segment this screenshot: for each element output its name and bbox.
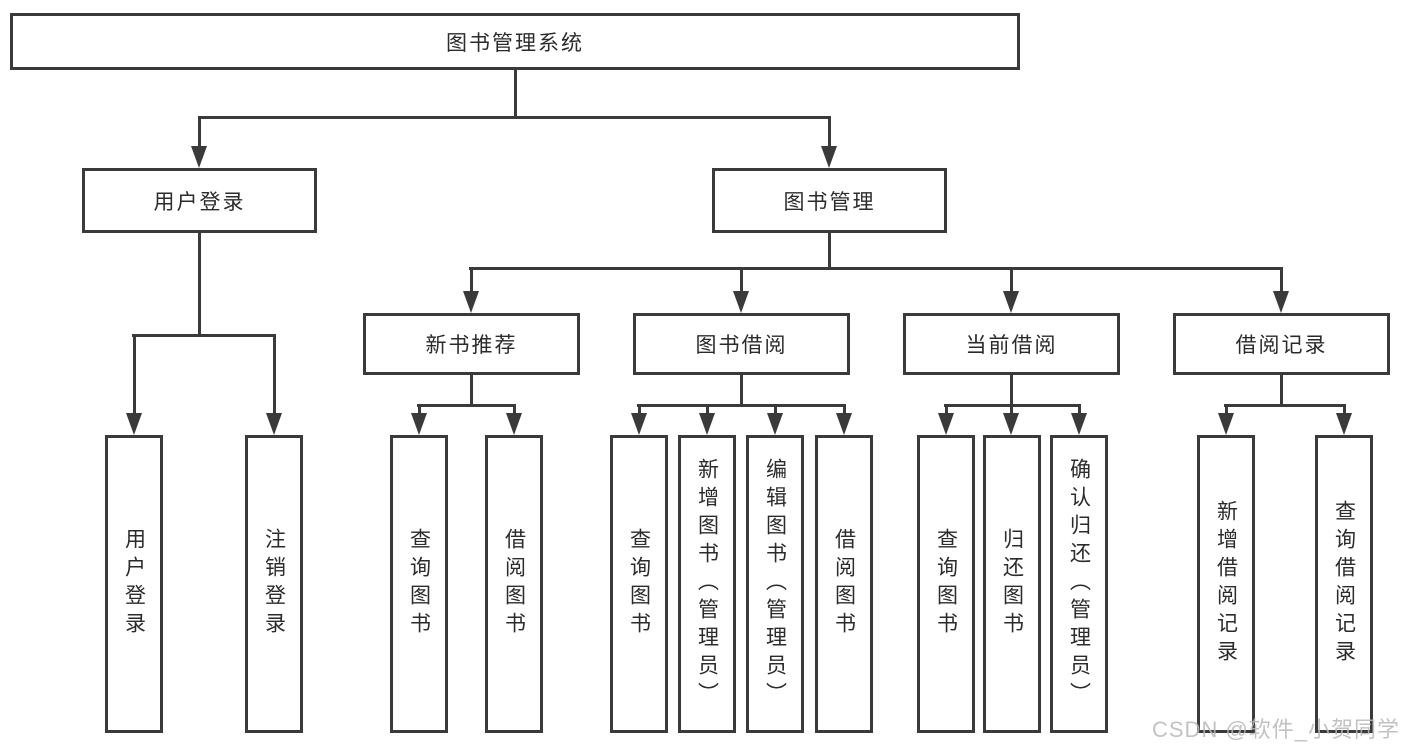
connector-line: [1010, 405, 1013, 419]
arrow-down-icon: [1003, 291, 1019, 313]
connector-line: [828, 233, 831, 270]
connector-line: [945, 405, 948, 419]
connector-line: [740, 268, 743, 295]
connector-line: [828, 117, 831, 151]
connector-line: [1343, 405, 1346, 419]
connector-line: [470, 268, 473, 295]
node-new-book-recommend: 新书推荐: [363, 313, 580, 375]
connector-line: [198, 233, 201, 337]
arrow-down-icon: [767, 413, 783, 435]
arrow-down-icon: [126, 413, 142, 435]
leaf-borrow-books-label: 借阅图书: [832, 528, 856, 640]
node-current-borrowing: 当前借阅: [903, 313, 1120, 375]
node-book-borrowing: 图书借阅: [633, 313, 850, 375]
arrow-down-icon: [938, 413, 954, 435]
node-user-login-label: 用户登录: [153, 190, 246, 214]
connector-line: [133, 335, 136, 419]
node-book-borrowing-label: 图书借阅: [695, 334, 788, 357]
connector-line: [417, 404, 516, 407]
arrow-down-icon: [821, 146, 837, 168]
leaf-confirm-return-admin: 确认归还（管理员）: [1050, 435, 1108, 733]
arrow-down-icon: [506, 413, 522, 435]
node-borrowing-records: 借阅记录: [1173, 313, 1390, 375]
leaf-user-login: 用户登录: [105, 435, 163, 733]
leaf-borrow-books-recommend-label: 借阅图书: [502, 528, 526, 640]
arrow-down-icon: [836, 413, 852, 435]
leaf-query-books-current-label: 查询图书: [934, 528, 958, 640]
node-new-book-recommend-label: 新书推荐: [425, 334, 518, 357]
connector-line: [637, 404, 846, 407]
leaf-query-books-borrow-label: 查询图书: [627, 528, 651, 640]
node-borrowing-records-label: 借阅记录: [1235, 334, 1328, 357]
node-user-login: 用户登录: [82, 168, 317, 233]
node-root-library-management-system: 图书管理系统: [10, 13, 1020, 70]
connector-line: [774, 405, 777, 419]
connector-line: [1280, 268, 1283, 295]
connector-line: [418, 405, 421, 419]
arrow-down-icon: [699, 413, 715, 435]
leaf-edit-books-admin: 编辑图书（管理员）: [746, 435, 804, 733]
leaf-logout-label: 注销登录: [262, 528, 286, 640]
arrow-down-icon: [1218, 413, 1234, 435]
connector-line: [1224, 404, 1346, 407]
connector-line: [1010, 268, 1013, 295]
node-book-management: 图书管理: [712, 168, 947, 233]
leaf-add-books-admin-label: 新增图书（管理员）: [695, 458, 719, 710]
connector-line: [470, 375, 473, 407]
leaf-return-books: 归还图书: [983, 435, 1041, 733]
leaf-borrow-books: 借阅图书: [815, 435, 873, 733]
leaf-user-login-label: 用户登录: [122, 528, 146, 640]
connector-line: [273, 335, 276, 419]
leaf-confirm-return-admin-label: 确认归还（管理员）: [1067, 458, 1091, 710]
leaf-logout: 注销登录: [245, 435, 303, 733]
leaf-edit-books-admin-label: 编辑图书（管理员）: [763, 458, 787, 710]
arrow-down-icon: [266, 413, 282, 435]
leaf-query-borrow-record-label: 查询借阅记录: [1332, 500, 1356, 668]
arrow-down-icon: [631, 413, 647, 435]
leaf-return-books-label: 归还图书: [1000, 528, 1024, 640]
node-root-label: 图书管理系统: [446, 31, 584, 55]
arrow-down-icon: [463, 291, 479, 313]
connector-line: [1280, 375, 1283, 407]
connector-line: [469, 267, 1283, 270]
connector-line: [1078, 405, 1081, 419]
connector-line: [198, 117, 201, 151]
arrow-down-icon: [1003, 413, 1019, 435]
node-book-management-label: 图书管理: [783, 190, 876, 214]
arrow-down-icon: [1273, 291, 1289, 313]
connector-line: [132, 334, 276, 337]
connector-line: [706, 405, 709, 419]
arrow-down-icon: [733, 291, 749, 313]
leaf-add-borrow-record-label: 新增借阅记录: [1214, 500, 1238, 668]
connector-line: [514, 70, 517, 118]
leaf-query-books-recommend: 查询图书: [390, 435, 448, 733]
connector-line: [638, 405, 641, 419]
leaf-add-books-admin: 新增图书（管理员）: [678, 435, 736, 733]
connector-line: [1010, 375, 1013, 407]
arrow-down-icon: [1336, 413, 1352, 435]
leaf-query-borrow-record: 查询借阅记录: [1315, 435, 1373, 733]
leaf-query-books-current: 查询图书: [917, 435, 975, 733]
csdn-watermark: CSDN @软件_小贺同学: [1152, 717, 1401, 742]
leaf-query-books-borrow: 查询图书: [610, 435, 668, 733]
connector-line: [1225, 405, 1228, 419]
connector-line: [513, 405, 516, 419]
connector-line: [740, 375, 743, 407]
leaf-add-borrow-record: 新增借阅记录: [1197, 435, 1255, 733]
connector-line: [198, 116, 831, 119]
arrow-down-icon: [1071, 413, 1087, 435]
node-current-borrowing-label: 当前借阅: [965, 334, 1058, 357]
arrow-down-icon: [411, 413, 427, 435]
arrow-down-icon: [191, 146, 207, 168]
connector-line: [843, 405, 846, 419]
leaf-query-books-recommend-label: 查询图书: [407, 528, 431, 640]
leaf-borrow-books-recommend: 借阅图书: [485, 435, 543, 733]
